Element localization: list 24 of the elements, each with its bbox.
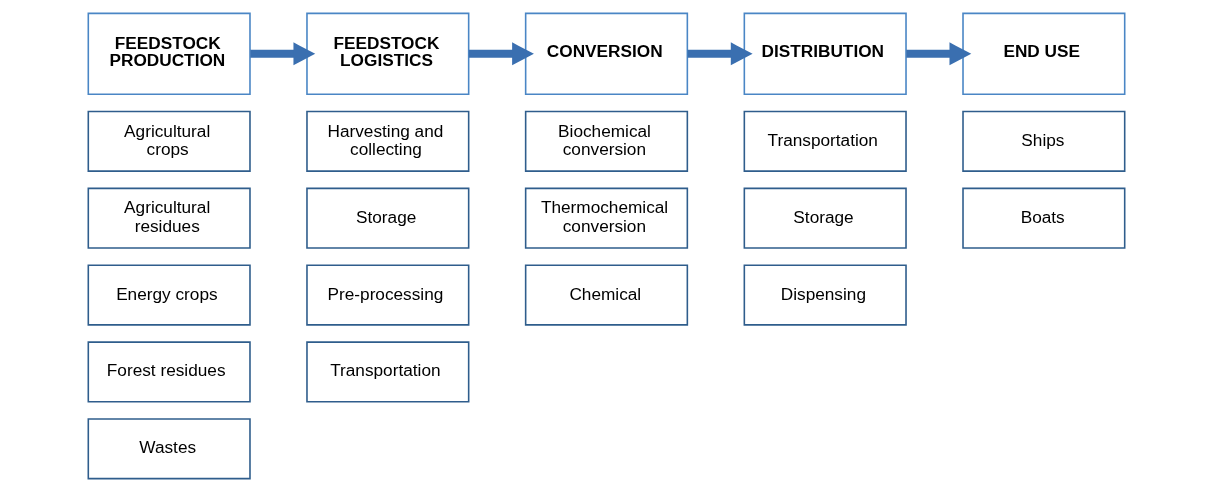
node-box: Forest residues bbox=[87, 341, 251, 403]
node-box: Ships bbox=[961, 110, 1125, 172]
node-box: Storage bbox=[305, 187, 469, 249]
node-box: Biochemical conversion bbox=[524, 110, 688, 172]
node-box: Chemical bbox=[524, 264, 688, 326]
node-box: Energy crops bbox=[87, 264, 251, 326]
node-box: Agricultural residues bbox=[87, 187, 251, 249]
node-box: Wastes bbox=[87, 418, 251, 480]
node-box: CONVERSION bbox=[524, 12, 688, 96]
node-box: DISTRIBUTION bbox=[743, 12, 907, 96]
node-box: FEEDSTOCK PRODUCTION bbox=[87, 12, 251, 96]
node-box: Agricultural crops bbox=[87, 110, 251, 172]
node-box: Transportation bbox=[305, 341, 469, 403]
node-box: Harvesting and collecting bbox=[305, 110, 469, 172]
arrow bbox=[468, 42, 534, 66]
node-box: Thermochemical conversion bbox=[524, 187, 688, 249]
node-box: FEEDSTOCK LOGISTICS bbox=[305, 12, 469, 96]
node-box: Dispensing bbox=[743, 264, 907, 326]
arrow bbox=[687, 42, 753, 66]
node-box: Storage bbox=[743, 187, 907, 249]
node-box: Pre-processing bbox=[305, 264, 469, 326]
node-box: END USE bbox=[961, 12, 1125, 96]
node-box: Transportation bbox=[743, 110, 907, 172]
node-box: Boats bbox=[961, 187, 1125, 249]
